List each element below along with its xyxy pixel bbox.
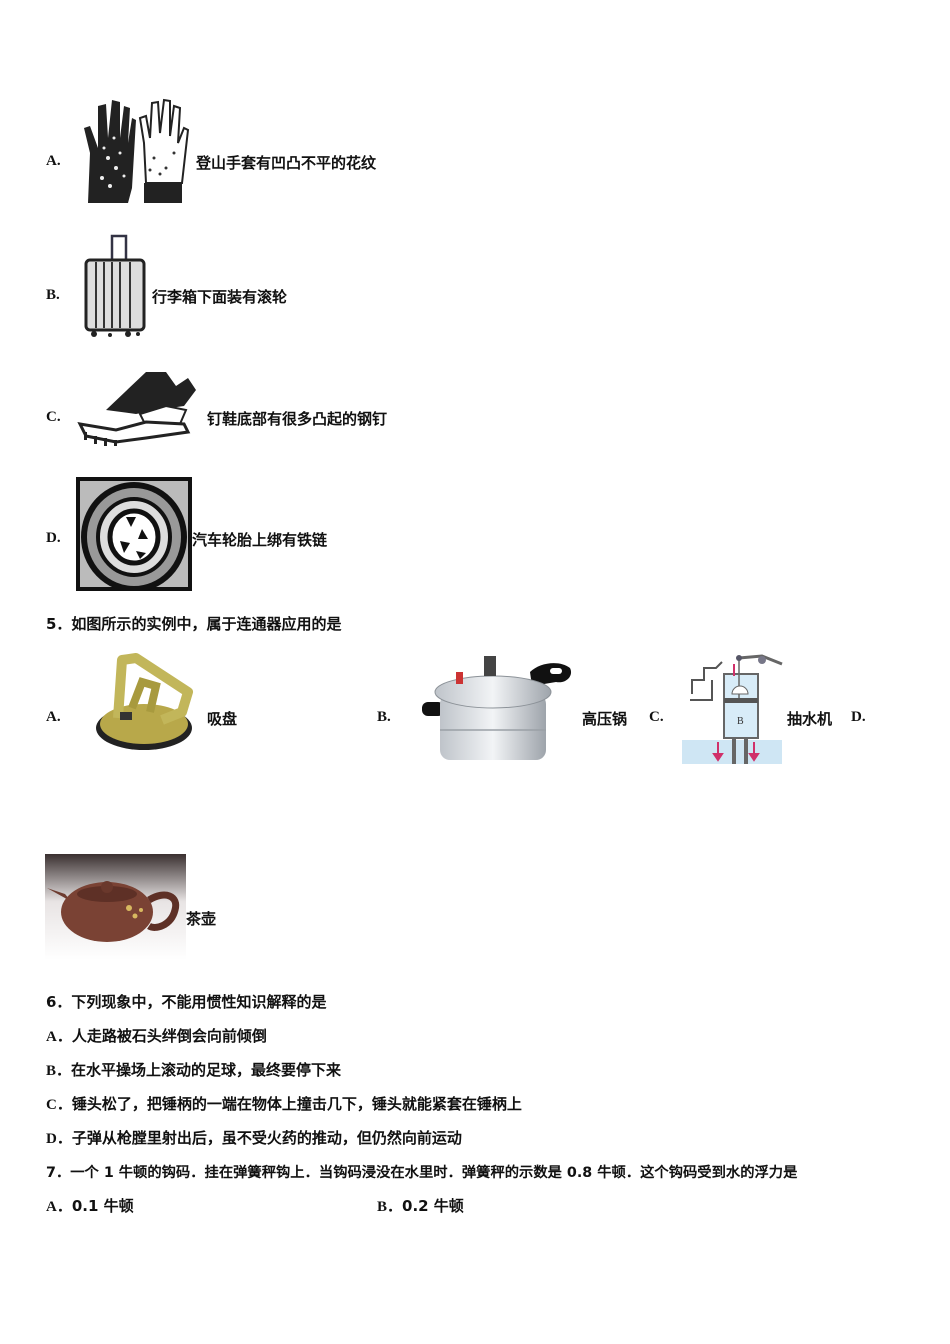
q6-option-text-d: 子弹从枪膛里射出后，虽不受火药的推动，但仍然向前运动 (71, 1129, 462, 1147)
question-6-stem: 6．下列现象中，不能用惯性知识解释的是 (46, 993, 327, 1011)
suction-cup-image (96, 653, 193, 750)
q5-option-text-d: 茶壶 (186, 910, 217, 928)
q5-option-text-b: 高压锅 (582, 710, 628, 728)
question-7-stem: 7．一个 1 牛顿的钩码．挂在弹簧秤钩上．当钩码浸没在水里时．弹簧秤的示数是 0… (46, 1165, 798, 1181)
q7-option-text-b: 0.2 牛顿 (402, 1197, 464, 1215)
q5-option-text-c: 抽水机 (787, 710, 833, 728)
spiked-shoe-image (77, 372, 196, 446)
question-5-stem: 5．如图所示的实例中，属于连通器应用的是 (46, 615, 342, 633)
teapot-image (45, 854, 186, 960)
q5-option-letter-b: B. (377, 709, 391, 725)
q6-option-b: B．在水平操场上滚动的足球，最终要停下来 (46, 1059, 341, 1080)
q6-option-letter-c: C． (46, 1097, 72, 1113)
option-letter-d: D. (46, 530, 61, 546)
q7-option-letter-b: B． (377, 1199, 403, 1215)
q6-option-text-a: 人走路被石头绊倒会向前倾倒 (71, 1027, 267, 1045)
gloves-image (84, 98, 190, 203)
option-text: 行李箱下面装有滚轮 (152, 288, 288, 306)
water-pump-image: B (682, 654, 783, 764)
q6-option-letter-d: D． (46, 1131, 72, 1147)
pressure-cooker-image (422, 656, 572, 760)
q5-option-letter-d: D. (851, 709, 866, 725)
suitcase-image (84, 234, 146, 337)
q7-option-b: B．0.2 牛顿 (377, 1195, 464, 1216)
pump-label-b: B (737, 716, 744, 727)
tire-chain-image (76, 477, 192, 591)
q7-option-text-a: 0.1 牛顿 (71, 1197, 134, 1215)
q6-option-text-c: 锤头松了，把锤柄的一端在物体上撞击几下，锤头就能紧套在锤柄上 (71, 1095, 522, 1113)
q5-option-letter-a: A. (46, 709, 61, 725)
option-text: 登山手套有凹凸不平的花纹 (196, 154, 377, 172)
option-text: 钉鞋底部有很多凸起的钢钉 (207, 410, 388, 428)
q6-option-text-b: 在水平操场上滚动的足球，最终要停下来 (71, 1061, 342, 1079)
option-letter-b: B. (46, 287, 60, 303)
q6-option-d: D．子弹从枪膛里射出后，虽不受火药的推动，但仍然向前运动 (46, 1127, 462, 1148)
q5-option-text-a: 吸盘 (207, 710, 238, 728)
q6-option-letter-a: A． (46, 1029, 72, 1045)
q7-option-letter-a: A． (46, 1199, 72, 1215)
q6-option-a: A．人走路被石头绊倒会向前倾倒 (46, 1025, 267, 1046)
option-text: 汽车轮胎上绑有铁链 (192, 531, 328, 549)
option-letter-a: A. (46, 153, 61, 169)
option-letter-c: C. (46, 409, 61, 425)
q5-option-letter-c: C. (649, 709, 664, 725)
q6-option-c: C．锤头松了，把锤柄的一端在物体上撞击几下，锤头就能紧套在锤柄上 (46, 1093, 522, 1114)
q7-option-a: A．0.1 牛顿 (46, 1195, 134, 1216)
q6-option-letter-b: B． (46, 1063, 72, 1079)
